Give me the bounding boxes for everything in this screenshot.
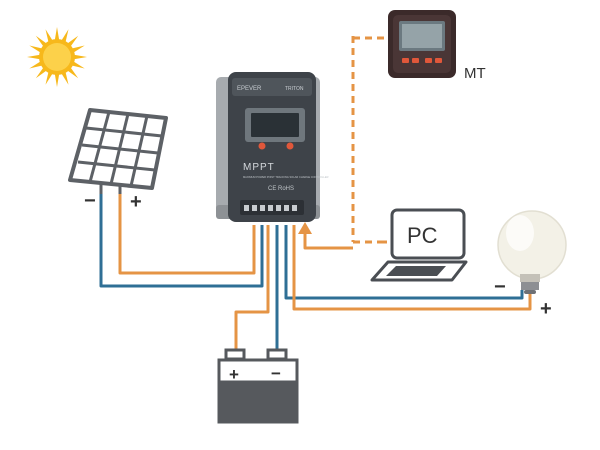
controller-brand: EPEVER xyxy=(237,86,262,92)
sun-ray xyxy=(61,29,69,43)
bulb-minus-label: − xyxy=(494,276,506,298)
wiring xyxy=(99,36,532,350)
load-negative-wire xyxy=(284,225,524,300)
sun-ray xyxy=(45,71,53,85)
sun-ray xyxy=(29,61,43,69)
sun-ray xyxy=(54,73,60,87)
controller-series: TRITON xyxy=(285,86,304,92)
mt-label: MT xyxy=(464,65,486,82)
controller-marks: CE RoHS xyxy=(268,186,294,192)
pc-label: PC xyxy=(407,223,438,248)
sun-ray xyxy=(71,45,85,53)
sun-ray xyxy=(45,29,53,43)
laptop-icon xyxy=(370,208,468,282)
battery-minus-label: − xyxy=(271,364,281,383)
sun-ray xyxy=(61,71,69,85)
sun-ray xyxy=(67,67,79,79)
controller-button-right xyxy=(286,142,294,150)
panel-plus-label: + xyxy=(130,191,142,213)
controller-subtitle: MAXIMUM POWER POINT TRACKING SOLAR CHARG… xyxy=(243,175,329,179)
comm-arrow-icon xyxy=(298,222,312,234)
charge-controller-icon: EPEVER TRITON MPPT MAXIMUM POWER POINT T… xyxy=(216,72,329,222)
pc-return-wire xyxy=(303,232,353,250)
sun-ray xyxy=(54,27,60,41)
controller-button-left xyxy=(258,142,266,150)
sun-ray xyxy=(29,45,43,53)
battery-plus-label: + xyxy=(229,365,239,384)
battery-icon xyxy=(217,348,299,424)
sun-ray xyxy=(67,35,79,47)
load-positive-wire xyxy=(292,225,532,311)
bulb-plus-label: + xyxy=(540,298,552,320)
sun-icon xyxy=(27,27,87,87)
panel-negative-wire xyxy=(99,194,264,288)
sun-ray xyxy=(71,61,85,69)
battery-positive-wire xyxy=(234,225,270,350)
sun-ray xyxy=(35,67,47,79)
light-bulb-icon xyxy=(497,210,567,294)
sun-ray xyxy=(35,35,47,47)
controller-model: MPPT xyxy=(243,162,275,173)
panel-positive-wire xyxy=(118,194,256,275)
sun-ray xyxy=(27,54,41,60)
remote-meter-icon xyxy=(388,10,456,78)
solar-panel-icon xyxy=(68,108,168,194)
panel-minus-label: − xyxy=(84,190,96,212)
sun-ray xyxy=(73,54,87,60)
